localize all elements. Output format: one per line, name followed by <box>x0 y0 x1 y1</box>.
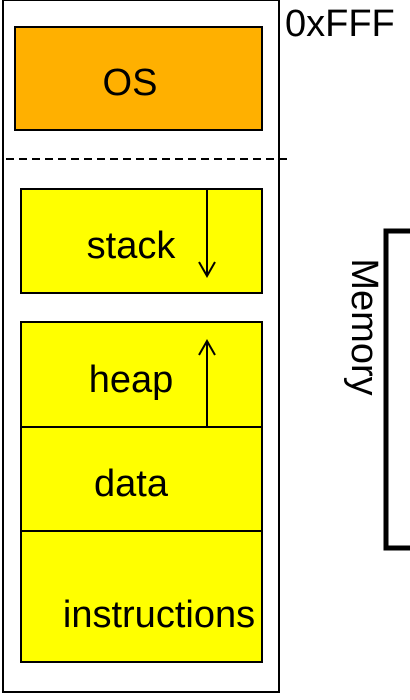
data-block <box>20 426 263 532</box>
heap-growth-up-arrow <box>198 338 216 427</box>
heap-block <box>20 321 263 428</box>
instructions-block <box>20 530 263 663</box>
stack-growth-down-arrow <box>198 189 216 279</box>
memory-bracket <box>383 228 410 551</box>
stack-block <box>20 188 263 294</box>
memory-label: Memory <box>343 258 385 395</box>
os-label: OS <box>103 62 158 104</box>
os-block <box>14 26 263 131</box>
instructions-label: instructions <box>63 594 255 636</box>
stack-label: stack <box>87 225 177 267</box>
heap-label: heap <box>89 359 174 401</box>
data-label: data <box>94 463 169 505</box>
top-address-label: 0xFFF <box>285 3 395 45</box>
